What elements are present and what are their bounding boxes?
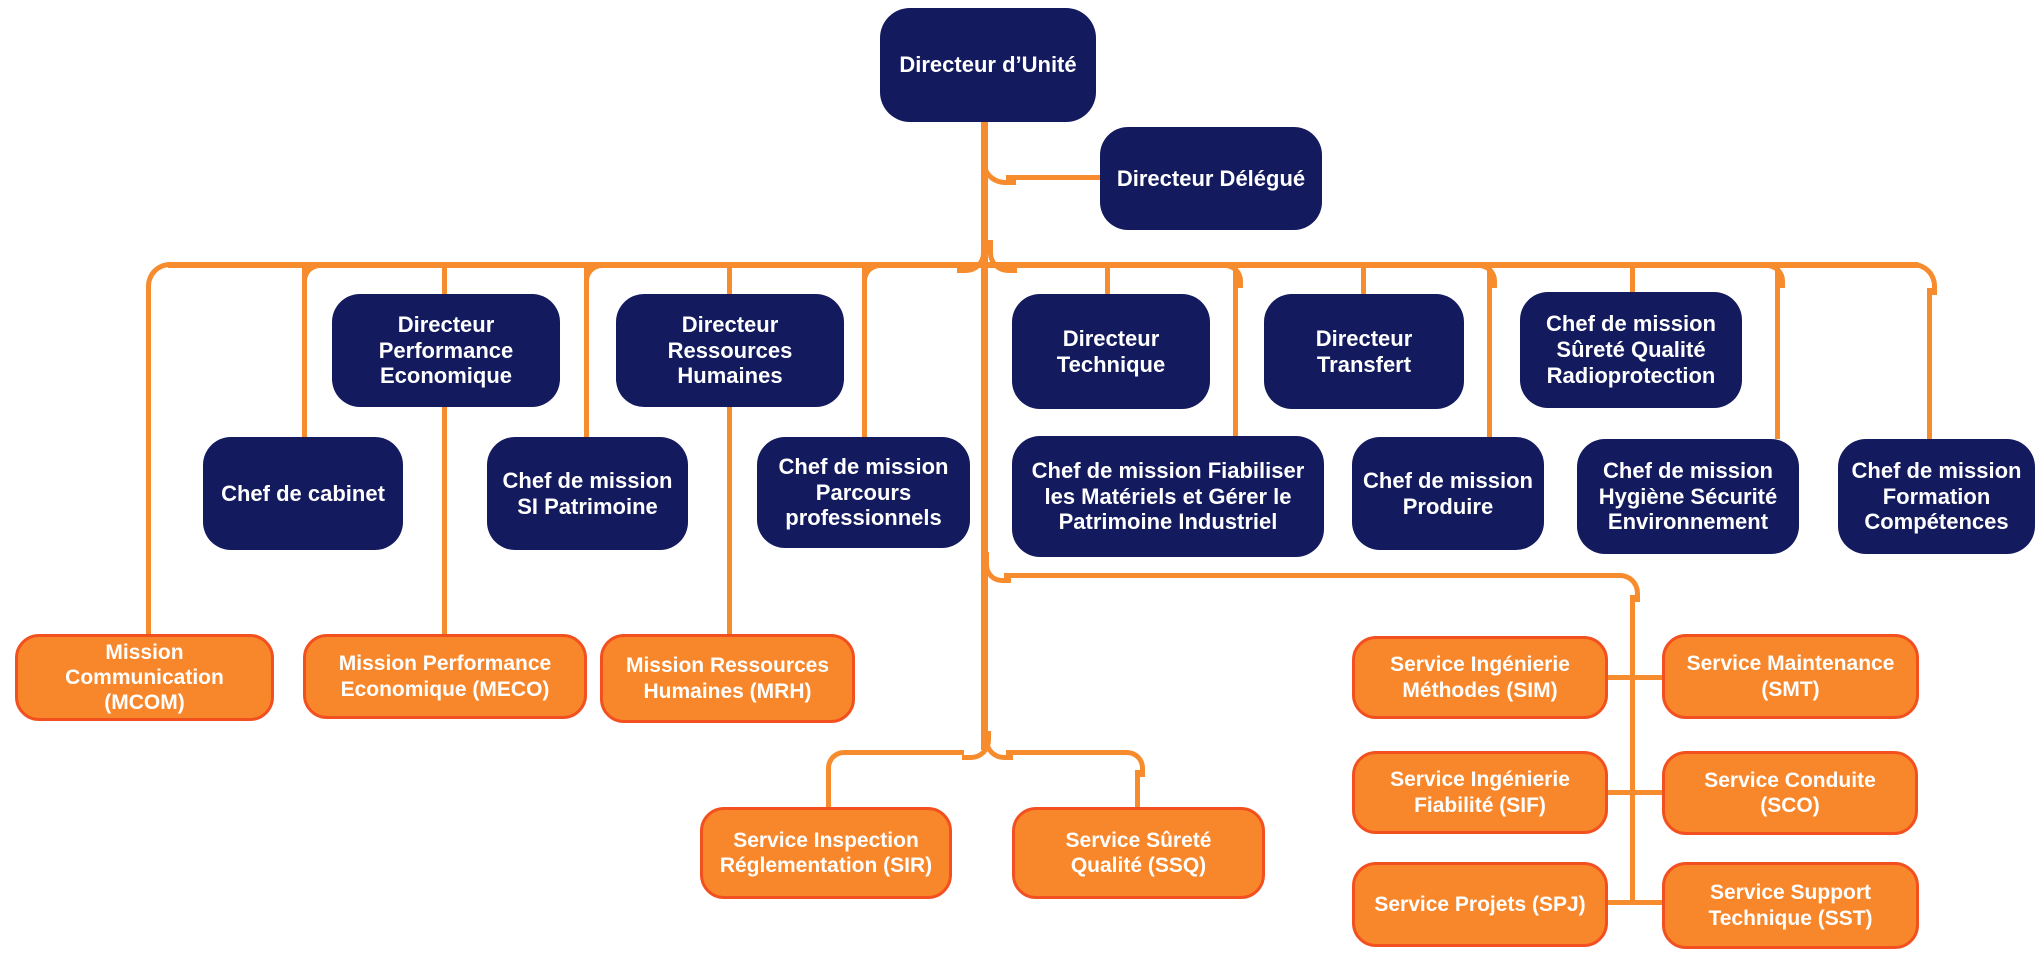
node-directeur-ressources-humaines: Directeur Ressources Humaines xyxy=(616,294,844,407)
connector-drop-parcours-professionnels xyxy=(862,268,867,437)
connector-drop-si-patrimoine xyxy=(584,268,589,437)
node-chef-mission-hygiene-securite-environnement: Chef de mission Hygiène Sécurité Environ… xyxy=(1577,439,1799,554)
connector-stub-ressources-humaines xyxy=(727,268,732,294)
connector-fillet-hygiene-securite xyxy=(1760,263,1785,288)
connector-stub-surete-qualite-radioprotection xyxy=(1630,268,1635,292)
connector-feeder-corner xyxy=(1611,573,1640,602)
node-service-surete-qualite: Service Sûreté Qualité (SSQ) xyxy=(1012,807,1265,899)
node-chef-mission-si-patrimoine: Chef de mission SI Patrimoine xyxy=(487,437,688,550)
connector-feeder-line xyxy=(1004,573,1622,578)
connector-drop-mission-ressources-humaines xyxy=(727,407,732,634)
connector-delegue-line xyxy=(1006,175,1102,180)
connector-drop-chef-de-cabinet xyxy=(302,268,307,437)
node-service-inspection-reglementation: Service Inspection Réglementation (SIR) xyxy=(700,807,952,899)
node-service-maintenance: Service Maintenance (SMT) xyxy=(1662,634,1919,719)
connector-rail-end-west xyxy=(146,262,179,295)
node-chef-mission-surete-qualite-radioprotection: Chef de mission Sûreté Qualité Radioprot… xyxy=(1520,292,1742,408)
connector-central-trunk xyxy=(981,120,988,750)
connector-drop-fiabiliser xyxy=(1233,268,1238,436)
connector-stub-spj-sst xyxy=(1607,900,1663,905)
node-service-projets: Service Projets (SPJ) xyxy=(1352,862,1608,947)
node-chef-mission-formation-competences: Chef de mission Formation Compétences xyxy=(1838,439,2035,554)
node-service-ingenierie-fiabilite: Service Ingénierie Fiabilité (SIF) xyxy=(1352,751,1608,834)
node-directeur-technique: Directeur Technique xyxy=(1012,294,1210,409)
node-directeur-performance-economique: Directeur Performance Economique xyxy=(332,294,560,407)
connector-stub-performance-economique xyxy=(442,268,447,294)
connector-feeder-elbow xyxy=(984,552,1011,583)
connector-split-line-east xyxy=(1006,750,1118,755)
connector-stub-technique xyxy=(1105,268,1110,294)
node-directeur-unite: Directeur d’Unité xyxy=(880,8,1096,122)
node-chef-de-cabinet: Chef de cabinet xyxy=(203,437,403,550)
node-chef-mission-parcours-professionnels: Chef de mission Parcours professionnels xyxy=(757,437,970,548)
node-service-ingenierie-methodes: Service Ingénierie Méthodes (SIM) xyxy=(1352,636,1608,719)
connector-ssq-corner xyxy=(1118,750,1145,777)
node-chef-mission-produire: Chef de mission Produire xyxy=(1352,437,1544,550)
connector-rail-junction-east xyxy=(988,240,1017,273)
connector-rail xyxy=(168,262,1918,268)
node-mission-performance-economique: Mission Performance Economique (MECO) xyxy=(303,634,587,719)
node-chef-mission-fiabiliser-materiels: Chef de mission Fiabiliser les Matériels… xyxy=(1012,436,1324,557)
connector-split-east xyxy=(984,731,1013,760)
node-mission-ressources-humaines: Mission Ressources Humaines (MRH) xyxy=(600,634,855,723)
node-service-conduite: Service Conduite (SCO) xyxy=(1662,751,1918,835)
connector-drop-sir xyxy=(826,770,831,807)
connector-drop-mission-performance-economique xyxy=(442,407,447,634)
node-service-support-technique: Service Support Technique (SST) xyxy=(1662,862,1919,949)
node-mission-communication: Mission Communication (MCOM) xyxy=(15,634,274,721)
node-directeur-delegue: Directeur Délégué xyxy=(1100,127,1322,230)
connector-rail-end-east xyxy=(1904,262,1937,295)
connector-rail-junction-west xyxy=(957,240,986,273)
connector-stub-sif-sco xyxy=(1607,790,1663,795)
connector-split-line-west xyxy=(846,750,964,755)
connector-stub-transfert xyxy=(1361,268,1366,294)
connector-sir-corner xyxy=(826,750,853,777)
connector-drop-produire xyxy=(1487,268,1492,437)
connector-fillet-fiabiliser xyxy=(1218,263,1243,288)
node-directeur-transfert: Directeur Transfert xyxy=(1264,294,1464,409)
connector-drop-formation-competences xyxy=(1927,288,1932,439)
connector-service-group-trunk xyxy=(1630,595,1635,905)
connector-drop-mission-communication xyxy=(146,288,151,634)
connector-stub-sim-smt xyxy=(1607,675,1663,680)
connector-drop-hygiene-securite xyxy=(1775,268,1780,439)
connector-delegue-elbow xyxy=(981,148,1016,185)
connector-fillet-produire xyxy=(1472,263,1497,288)
connector-drop-ssq xyxy=(1135,770,1140,807)
